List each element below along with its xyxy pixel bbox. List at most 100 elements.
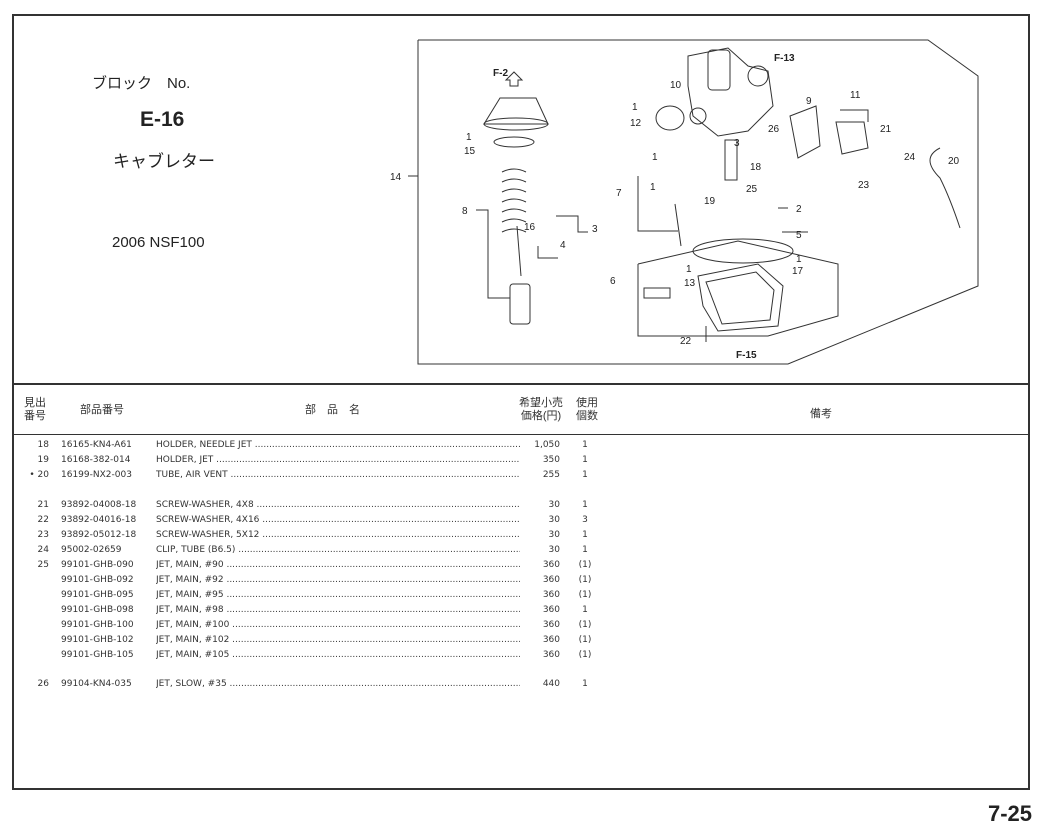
- svg-text:19: 19: [704, 196, 716, 207]
- desc-cell: JET, MAIN, #102: [156, 635, 520, 645]
- price-cell: 30: [548, 530, 560, 540]
- qty-cell: 1: [582, 455, 588, 465]
- desc-cell: SCREW-WASHER, 4X16: [156, 515, 520, 525]
- svg-text:F-2: F-2: [493, 68, 508, 79]
- svg-text:8: 8: [462, 206, 468, 217]
- desc-cell: JET, MAIN, #98: [156, 605, 520, 615]
- part-no-cell: 99101-GHB-105: [61, 650, 134, 660]
- part-no-cell: 16199-NX2-003: [61, 470, 132, 480]
- qty-cell: (1): [578, 560, 592, 570]
- price-cell: 30: [548, 515, 560, 525]
- price-cell: 360: [542, 650, 560, 660]
- price-cell: 360: [542, 590, 560, 600]
- svg-text:14: 14: [390, 172, 402, 183]
- section-divider: [12, 383, 1030, 385]
- svg-text:20: 20: [948, 156, 960, 167]
- part-no-cell: 99101-GHB-092: [61, 575, 134, 585]
- svg-text:16: 16: [524, 222, 536, 233]
- price-cell: 1,050: [534, 440, 560, 450]
- header-price: 希望小売 価格(円): [519, 397, 563, 422]
- svg-text:1: 1: [466, 132, 472, 143]
- qty-cell: 1: [582, 545, 588, 555]
- qty-cell: 1: [582, 605, 588, 615]
- header-remarks: 備考: [810, 408, 832, 420]
- svg-text:13: 13: [684, 278, 696, 289]
- ref-cell: 21: [37, 500, 49, 510]
- price-cell: 255: [542, 470, 560, 480]
- svg-text:7: 7: [616, 188, 622, 199]
- qty-cell: 1: [582, 440, 588, 450]
- desc-cell: JET, MAIN, #90: [156, 560, 520, 570]
- qty-cell: (1): [578, 575, 592, 585]
- desc-cell: JET, MAIN, #105: [156, 650, 520, 660]
- svg-text:1: 1: [686, 264, 692, 275]
- page-number: 7-25: [987, 801, 1032, 826]
- part-no-cell: 99101-GHB-090: [61, 560, 134, 570]
- ref-cell: 22: [37, 515, 49, 525]
- price-cell: 440: [542, 679, 560, 689]
- price-cell: 360: [542, 560, 560, 570]
- qty-cell: (1): [578, 635, 592, 645]
- svg-text:15: 15: [464, 146, 476, 157]
- part-no-cell: 99101-GHB-095: [61, 590, 134, 600]
- svg-text:26: 26: [768, 124, 780, 135]
- svg-text:4: 4: [560, 240, 566, 251]
- qty-cell: 3: [582, 515, 588, 525]
- svg-text:F-15: F-15: [736, 350, 757, 361]
- desc-cell: SCREW-WASHER, 5X12: [156, 530, 520, 540]
- header-qty: 使用 個数: [576, 397, 598, 422]
- ref-cell: • 20: [29, 470, 49, 480]
- desc-cell: SCREW-WASHER, 4X8: [156, 500, 520, 510]
- price-cell: 360: [542, 635, 560, 645]
- qty-cell: 1: [582, 470, 588, 480]
- carburetor-drawing: F-2 F-13 F-15 FR. 14 8 1 15 16 4 3 1 12 …: [368, 39, 979, 365]
- svg-text:12: 12: [630, 118, 642, 129]
- ref-cell: 18: [37, 440, 49, 450]
- header-part-no: 部品番号: [80, 404, 124, 416]
- qty-cell: 1: [582, 500, 588, 510]
- svg-text:3: 3: [734, 138, 740, 149]
- part-no-cell: 99101-GHB-102: [61, 635, 134, 645]
- price-cell: 30: [548, 500, 560, 510]
- price-cell: 350: [542, 455, 560, 465]
- part-no-cell: 99104-KN4-035: [61, 679, 132, 689]
- desc-cell: HOLDER, JET: [156, 455, 520, 465]
- part-no-cell: 95002-02659: [61, 545, 122, 555]
- header-ref: 見出 番号: [24, 397, 46, 422]
- svg-text:1: 1: [650, 182, 656, 193]
- svg-text:5: 5: [796, 230, 802, 241]
- desc-cell: HOLDER, NEEDLE JET: [156, 440, 520, 450]
- exploded-diagram: F-2 F-13 F-15 FR. 14 8 1 15 16 4 3 1 12 …: [368, 36, 988, 376]
- desc-cell: JET, MAIN, #100: [156, 620, 520, 630]
- svg-text:23: 23: [858, 180, 870, 191]
- qty-cell: 1: [582, 679, 588, 689]
- svg-text:3: 3: [592, 224, 598, 235]
- ref-cell: 19: [37, 455, 49, 465]
- price-cell: 360: [542, 605, 560, 615]
- block-label: ブロック No.: [92, 75, 191, 92]
- part-no-cell: 93892-05012-18: [61, 530, 137, 540]
- desc-cell: CLIP, TUBE (B6.5): [156, 545, 520, 555]
- svg-text:18: 18: [750, 162, 762, 173]
- header-desc: 部 品 名: [305, 404, 360, 416]
- svg-text:F-13: F-13: [774, 53, 795, 64]
- part-no-cell: 99101-GHB-100: [61, 620, 134, 630]
- part-no-cell: 93892-04016-18: [61, 515, 137, 525]
- qty-cell: (1): [578, 590, 592, 600]
- svg-text:1: 1: [652, 152, 658, 163]
- ref-cell: 23: [37, 530, 49, 540]
- svg-text:9: 9: [806, 96, 812, 107]
- price-cell: 360: [542, 620, 560, 630]
- ref-cell: 26: [37, 679, 49, 689]
- page-frame: [12, 14, 1030, 790]
